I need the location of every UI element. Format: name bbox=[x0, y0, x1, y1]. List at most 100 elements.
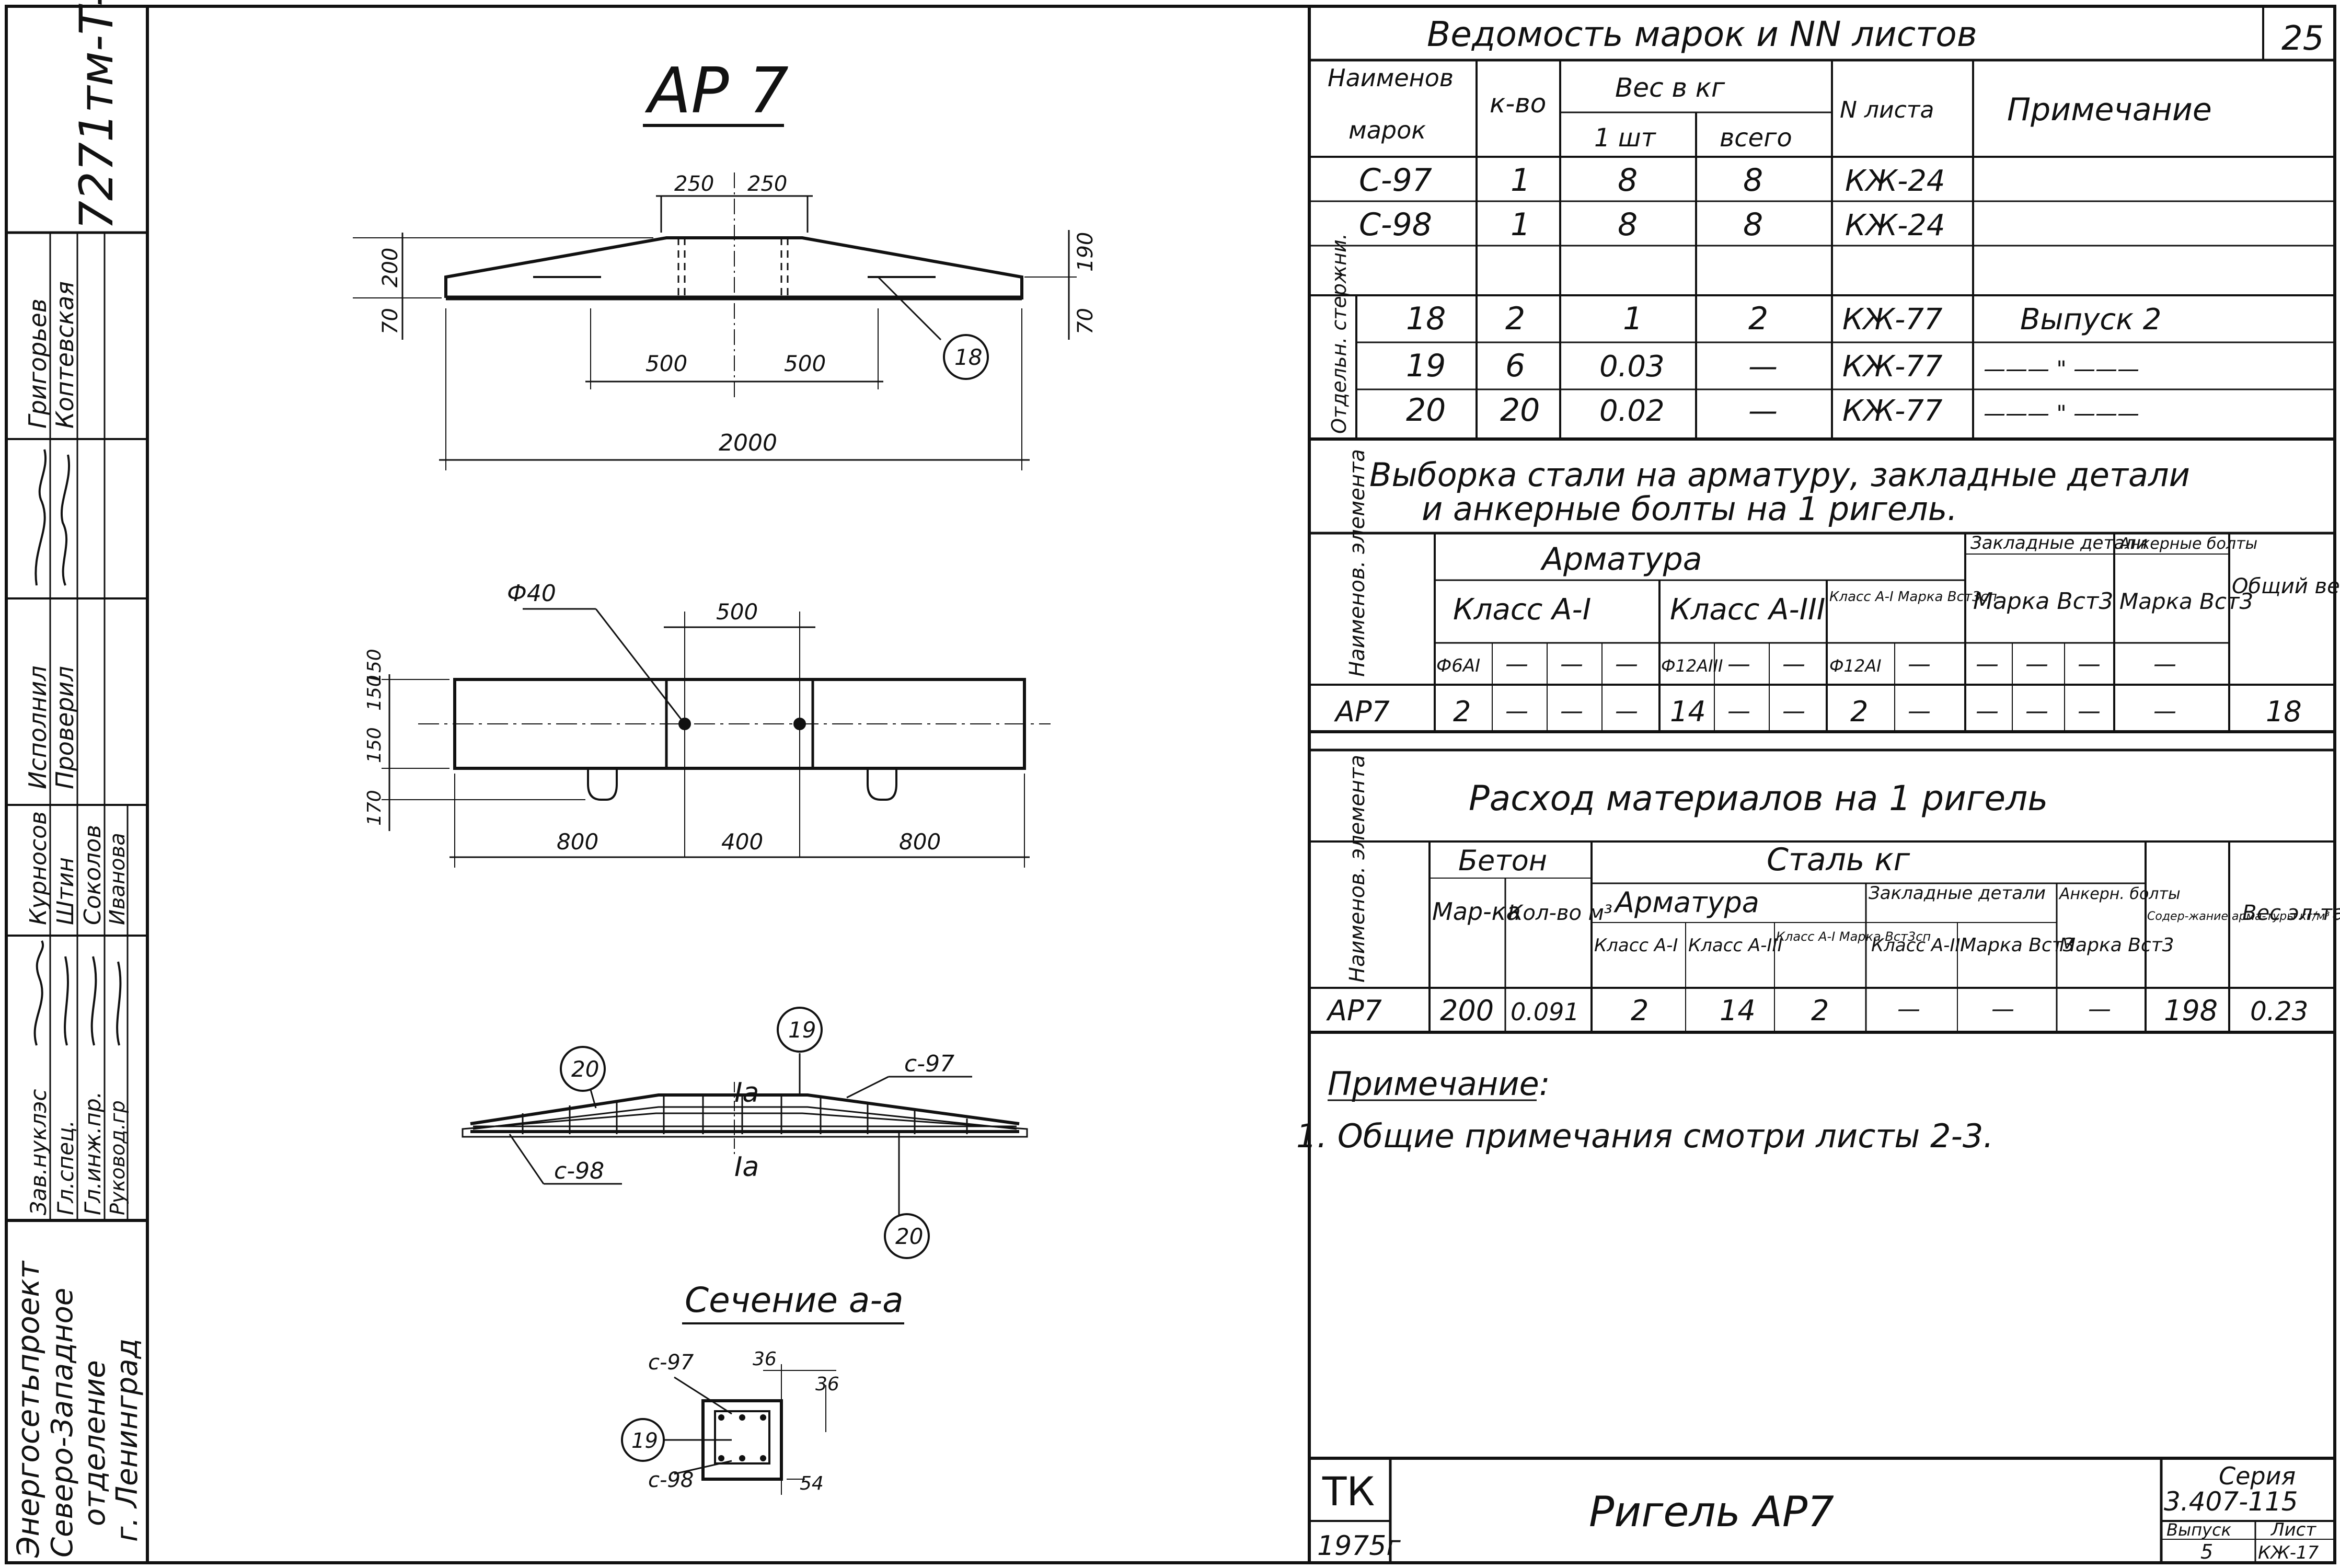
mat-row-mark: 200 bbox=[1440, 994, 1494, 1027]
mat-hdr-steel: Сталь кг bbox=[1767, 841, 1910, 878]
g2-per: 0.03 bbox=[1599, 350, 1665, 384]
reinforcement-view: Iа Iа 19 20 20 с-97 с-98 bbox=[462, 1007, 1028, 1259]
steel-cell: — bbox=[1976, 698, 1999, 724]
steel-hdr-cls1m: Класс А-I Марка Вст3сп bbox=[1829, 589, 1997, 605]
org-3: отделение bbox=[78, 1360, 112, 1526]
mat-hdr-elem: Наименов. элемента bbox=[1345, 755, 1369, 983]
schedule-table: 25 Ведомость марок и NN листов Наименов … bbox=[1309, 6, 2335, 441]
steel-hdr-emb: Закладные детали bbox=[1970, 533, 2148, 554]
steel-hdr-cls3: Класс А-III bbox=[1670, 593, 1825, 627]
schedule-title: Ведомость марок и NN листов bbox=[1427, 14, 1977, 54]
drawing-area: АР 7 250 250 200 70 190 70 bbox=[353, 55, 1098, 1495]
g2-note: ——— " ——— bbox=[1984, 356, 2139, 382]
mat-hdr-anch-mark: Марка Вст3 bbox=[2059, 935, 2174, 956]
signature-6 bbox=[116, 961, 122, 1046]
g3-mark: 20 bbox=[1406, 392, 1446, 429]
name-sokolov: Соколов bbox=[79, 825, 106, 925]
sheet-number: 25 bbox=[2281, 19, 2324, 58]
side-code: 7271тм-Т-25 bbox=[70, 0, 123, 230]
mat-hdr-arm: Арматура bbox=[1613, 886, 1759, 919]
mark-20-b: 20 bbox=[895, 1224, 923, 1249]
mat-hdr-cls1m: Класс А-I Марка Вст3сп bbox=[1776, 929, 1931, 944]
diam-cell: — bbox=[1560, 651, 1583, 677]
dim-250-a: 250 bbox=[674, 172, 714, 196]
label-c98: с-98 bbox=[554, 1158, 604, 1184]
dim-150-b: 150 bbox=[364, 727, 385, 763]
row1-mark: С-97 bbox=[1359, 162, 1432, 199]
materials-title: Расход материалов на 1 ригель bbox=[1469, 778, 2048, 818]
steel-cell: — bbox=[1908, 698, 1931, 724]
role-executed: Исполнил bbox=[24, 665, 52, 789]
mat-hdr-mark: Мар-ка bbox=[1432, 897, 1521, 926]
mat-row-c3: 14 bbox=[1720, 994, 1756, 1027]
mat-hdr-emb: Закладные детали bbox=[1869, 883, 2046, 904]
steel-title-2: и анкерные болты на 1 ригель. bbox=[1422, 490, 1957, 528]
name-shtin: Штин bbox=[52, 857, 79, 925]
steel-cell-cls1: 2 bbox=[1453, 695, 1471, 728]
role-zav: Зав.нуклэс bbox=[26, 1089, 51, 1215]
mat-hdr-anch: Анкерн. болты bbox=[2058, 885, 2181, 903]
dim-70-right: 70 bbox=[1074, 308, 1098, 335]
steel-hdr-emb-mark: Марка Вст3 bbox=[1973, 588, 2113, 615]
hdr-note: Примечание bbox=[2007, 91, 2212, 128]
g3-per: 0.02 bbox=[1599, 394, 1665, 428]
role-glinzh: Гл.инж.пр. bbox=[80, 1091, 106, 1215]
diam-12AI: Ф12AI bbox=[1829, 656, 1882, 676]
steel-row-elem: АР7 bbox=[1334, 695, 1390, 728]
stamp-org: ТК bbox=[1322, 1468, 1375, 1515]
note-block: Примечание: 1. Общие примечания смотри л… bbox=[1296, 1065, 1993, 1155]
title-block: ТК 1975г Ригель АР7 Серия 3.407-115 Выпу… bbox=[1309, 1457, 2335, 1563]
g1-per: 1 bbox=[1623, 301, 1643, 337]
role-glspec: Гл.спец. bbox=[53, 1120, 78, 1215]
org-4: г. Ленинград bbox=[110, 1339, 144, 1542]
g1-mark: 18 bbox=[1406, 301, 1446, 337]
hdr-total: всего bbox=[1720, 123, 1792, 153]
dim-190: 190 bbox=[1074, 232, 1098, 272]
stamp-series-label: Серия bbox=[2219, 1462, 2296, 1490]
row2-mark: С-98 bbox=[1359, 206, 1432, 243]
mark-19: 19 bbox=[788, 1017, 816, 1043]
hdr-name-2: марок bbox=[1348, 116, 1426, 144]
hdr-sheet: N листа bbox=[1840, 97, 1934, 123]
row1-per: 8 bbox=[1618, 162, 1638, 199]
sec-dim-36-b: 36 bbox=[815, 1374, 839, 1395]
name-ivanova: Иванова bbox=[106, 833, 130, 925]
g1-note: Выпуск 2 bbox=[2020, 303, 2161, 337]
phi40-label: Ф40 bbox=[507, 580, 556, 607]
mark-18: 18 bbox=[954, 344, 982, 370]
diam-cell: — bbox=[1505, 651, 1528, 677]
mat-hdr-content: Содер-жание арма-туры кг/м³ bbox=[2147, 910, 2330, 923]
dim-500-b: 500 bbox=[784, 351, 826, 376]
g2-mark: 19 bbox=[1406, 348, 1446, 384]
section-title: Сечение а-а bbox=[685, 1280, 904, 1320]
mat-hdr-weight: Вес эл-та т bbox=[2242, 901, 2340, 925]
diam-cell: — bbox=[1615, 651, 1638, 677]
stamp-name: Ригель АР7 bbox=[1589, 1488, 1834, 1536]
g1-sheet: КЖ-77 bbox=[1842, 303, 1943, 337]
signature-5 bbox=[90, 956, 97, 1046]
g3-qty: 20 bbox=[1500, 392, 1540, 429]
row2-per: 8 bbox=[1618, 206, 1638, 243]
diam-cell: — bbox=[1782, 651, 1805, 677]
sec-mark-19: 19 bbox=[631, 1429, 658, 1453]
steel-hdr-elem: Наименов. элемента bbox=[1345, 449, 1369, 677]
diam-cell: — bbox=[1976, 651, 1999, 677]
mark-20-circle-a bbox=[560, 1046, 606, 1092]
diam-cell: — bbox=[2078, 651, 2101, 677]
dim-2000: 2000 bbox=[719, 430, 777, 456]
label-c97: с-97 bbox=[904, 1051, 954, 1077]
steel-cell: — bbox=[2078, 698, 2101, 724]
sec-label-c97: с-97 bbox=[648, 1351, 694, 1375]
hdr-per: 1 шт bbox=[1594, 123, 1657, 153]
mark-19-circle bbox=[777, 1007, 823, 1053]
diam-6AI: Ф6AI bbox=[1436, 655, 1480, 676]
row2-total: 8 bbox=[1743, 206, 1763, 243]
section-view: Сечение а-а 36 36 54 с-97 с-98 19 bbox=[621, 1280, 904, 1495]
name-koptevskaya: Коптевская bbox=[51, 281, 79, 429]
g2-qty: 6 bbox=[1505, 348, 1525, 384]
steel-hdr-arm: Арматура bbox=[1540, 541, 1702, 578]
steel-cell: — bbox=[2153, 698, 2176, 724]
g2-sheet: КЖ-77 bbox=[1842, 350, 1943, 384]
mat-row-emb2: — bbox=[1991, 996, 2014, 1022]
